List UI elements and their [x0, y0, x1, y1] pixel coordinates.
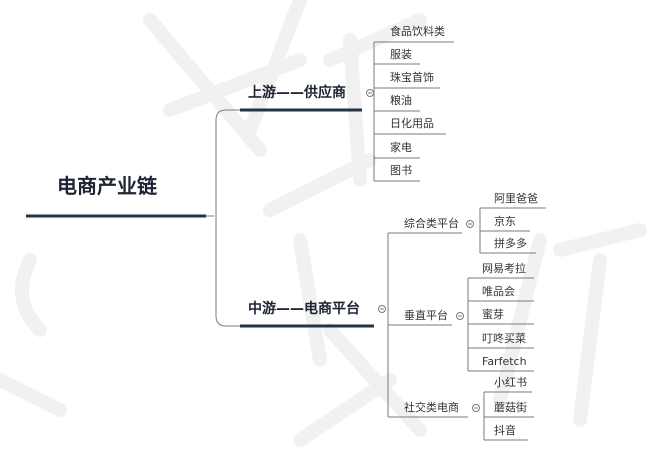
root-branch [206, 109, 240, 327]
platform-item[interactable]: 网易考拉 [482, 262, 526, 275]
platform-item[interactable]: 唯品会 [482, 285, 515, 298]
root-node[interactable]: 电商产业链 [57, 174, 157, 198]
platform-item[interactable]: 抖音 [494, 424, 516, 437]
upstream-item[interactable]: 食品饮料类 [390, 25, 445, 38]
upstream-item[interactable]: 珠宝首饰 [390, 71, 434, 84]
upstream-node[interactable]: 上游——供应商 [248, 85, 346, 101]
platform-item[interactable]: 蜜芽 [482, 308, 504, 321]
platform-item[interactable]: 叮咚买菜 [482, 332, 526, 345]
upstream-item[interactable]: 粮油 [390, 94, 412, 107]
platform-item[interactable]: 蘑菇街 [494, 401, 527, 414]
group-node[interactable]: 社交类电商 [404, 401, 459, 414]
upstream-item[interactable]: 日化用品 [390, 117, 434, 130]
platform-item[interactable]: Farfetch [482, 355, 527, 368]
upstream-item[interactable]: 家电 [390, 141, 412, 154]
group-node[interactable]: 综合类平台 [404, 217, 459, 230]
platform-item[interactable]: 拼多多 [494, 237, 527, 250]
midstream-node[interactable]: 中游——电商平台 [248, 301, 360, 317]
platform-item[interactable]: 小红书 [494, 376, 527, 389]
platform-item[interactable]: 京东 [494, 215, 516, 228]
upstream-item[interactable]: 服装 [390, 48, 412, 61]
group-node[interactable]: 垂直平台 [404, 309, 448, 322]
platform-item[interactable]: 阿里爸爸 [494, 192, 538, 205]
upstream-item[interactable]: 图书 [390, 164, 412, 177]
